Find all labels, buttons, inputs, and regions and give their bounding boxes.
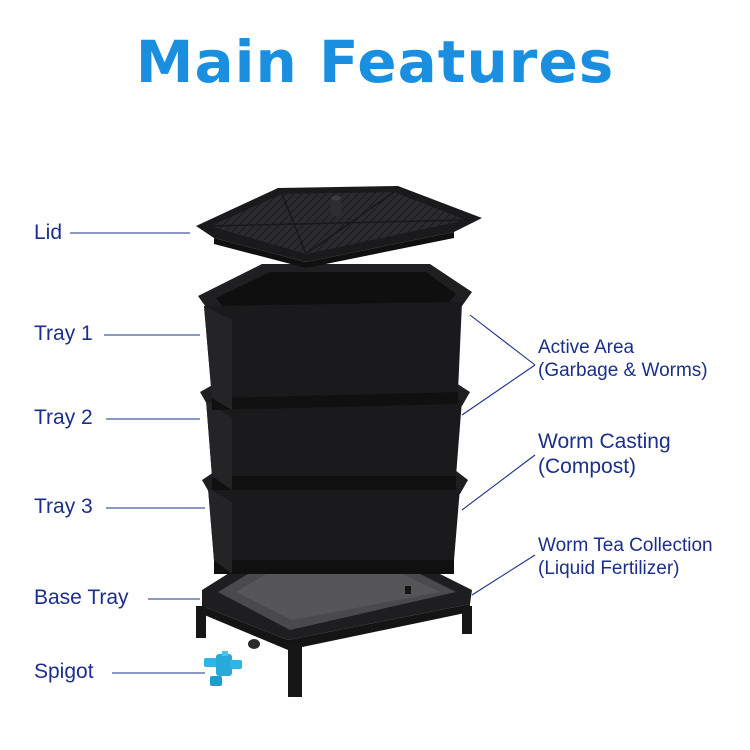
note-active-area: Active Area (Garbage & Worms) [538, 337, 708, 383]
leader-line-active-area-1 [469, 314, 536, 366]
leader-line-active-area-2 [461, 364, 536, 416]
note-worm-casting-title: Worm Casting [538, 430, 671, 453]
label-base-tray: Base Tray [34, 586, 129, 609]
tray1-illustration [198, 264, 472, 410]
label-tray2: Tray 2 [34, 406, 93, 429]
note-active-area-detail: (Garbage & Worms) [538, 359, 708, 381]
note-worm-tea-detail: (Liquid Fertilizer) [538, 557, 680, 579]
leader-line-worm-tea [471, 554, 536, 596]
note-worm-tea: Worm Tea Collection (Liquid Fertilizer) [538, 535, 713, 581]
page-title: Main Features [135, 28, 615, 96]
leader-line-worm-casting [461, 454, 536, 511]
leader-lines [70, 232, 536, 674]
note-worm-casting: Worm Casting (Compost) [538, 429, 671, 479]
label-tray3: Tray 3 [34, 495, 93, 518]
lid-illustration [196, 186, 482, 268]
label-spigot: Spigot [34, 660, 94, 683]
spigot-illustration [204, 651, 242, 686]
label-tray1: Tray 1 [34, 322, 93, 345]
label-lid: Lid [34, 221, 63, 244]
note-active-area-title: Active Area [538, 337, 635, 358]
base-tray-illustration [196, 560, 472, 697]
note-worm-tea-title: Worm Tea Collection [538, 535, 713, 556]
note-worm-casting-detail: (Compost) [538, 455, 637, 479]
